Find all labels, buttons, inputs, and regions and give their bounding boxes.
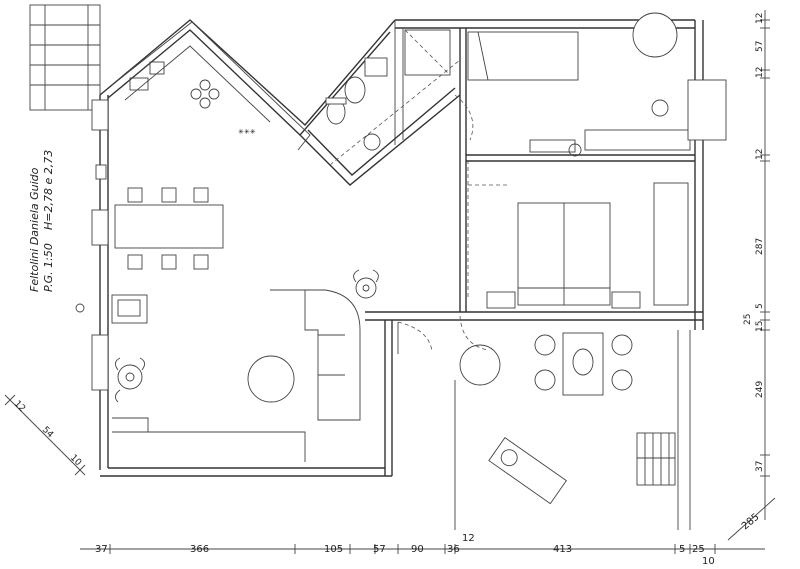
- owner-name: Feltolini Daniela Guido: [28, 167, 41, 292]
- utility-room: [467, 12, 727, 157]
- dim-right-249: 249: [755, 381, 765, 398]
- dim-bottom-90: 90: [411, 544, 424, 555]
- right-dimension-line: 12 57 12 12 287 5 25 15 249 37: [743, 10, 770, 520]
- bathroom: [325, 29, 461, 166]
- dim-bottom-12: 12: [462, 533, 475, 544]
- exterior-stair: [29, 4, 101, 111]
- dim-bottom-105: 105: [324, 544, 343, 555]
- kitchen: ✳✳✳: [111, 21, 311, 151]
- terrace: [454, 330, 691, 530]
- dim-bottom-57: 57: [373, 544, 386, 555]
- dim-bottom-5: 5: [679, 544, 685, 555]
- dim-bottom-10: 10: [702, 556, 715, 565]
- dim-bottom-366: 366: [190, 544, 209, 555]
- dim-right-12c: 12: [755, 149, 765, 160]
- scale-label: P.G. 1:50: [42, 243, 55, 292]
- sofa: [270, 289, 361, 421]
- dim-diag-10: 10: [68, 453, 83, 468]
- dim-bottom-25: 25: [692, 544, 705, 555]
- left-wall-openings: [75, 99, 109, 391]
- dim-diag-54: 54: [40, 425, 55, 440]
- dim-right-12b: 12: [755, 67, 765, 78]
- bedroom: [467, 160, 689, 309]
- corner-bench: [112, 417, 306, 462]
- dim-right-25: 25: [743, 314, 753, 325]
- dim-right-37: 37: [755, 461, 765, 472]
- dim-right-12a: 12: [755, 13, 765, 24]
- round-table: [247, 355, 295, 403]
- dim-right-287: 287: [755, 238, 765, 255]
- dim-right-57: 57: [755, 41, 765, 52]
- walls: [99, 19, 704, 477]
- dim-corner-285: 285: [740, 512, 762, 533]
- dim-diag-12: 12: [12, 399, 27, 414]
- plant-center: [353, 269, 379, 299]
- stove: [111, 294, 148, 324]
- dim-right-5: 5: [755, 303, 765, 309]
- bottom-dimension-line: 37 366 105 57 90 36 12 413 5 25 10: [80, 533, 765, 567]
- dim-right-15: 15: [755, 321, 765, 332]
- plant-left: [115, 357, 145, 403]
- height-label: H=2,78 e 2,73: [42, 150, 55, 230]
- dining-set: [114, 187, 224, 270]
- owner-annotation: Feltolini Daniela Guido P.G. 1:50 H=2,78…: [28, 150, 55, 292]
- dim-bottom-413: 413: [553, 544, 572, 555]
- left-diagonal-dimension: 12 54 10: [4, 394, 86, 476]
- dim-bottom-37: 37: [95, 544, 108, 555]
- corner-dimension: 285: [727, 497, 776, 541]
- svg-text:✳✳✳: ✳✳✳: [238, 128, 256, 136]
- door-swings: [397, 94, 489, 354]
- dim-bottom-36: 36: [447, 544, 460, 555]
